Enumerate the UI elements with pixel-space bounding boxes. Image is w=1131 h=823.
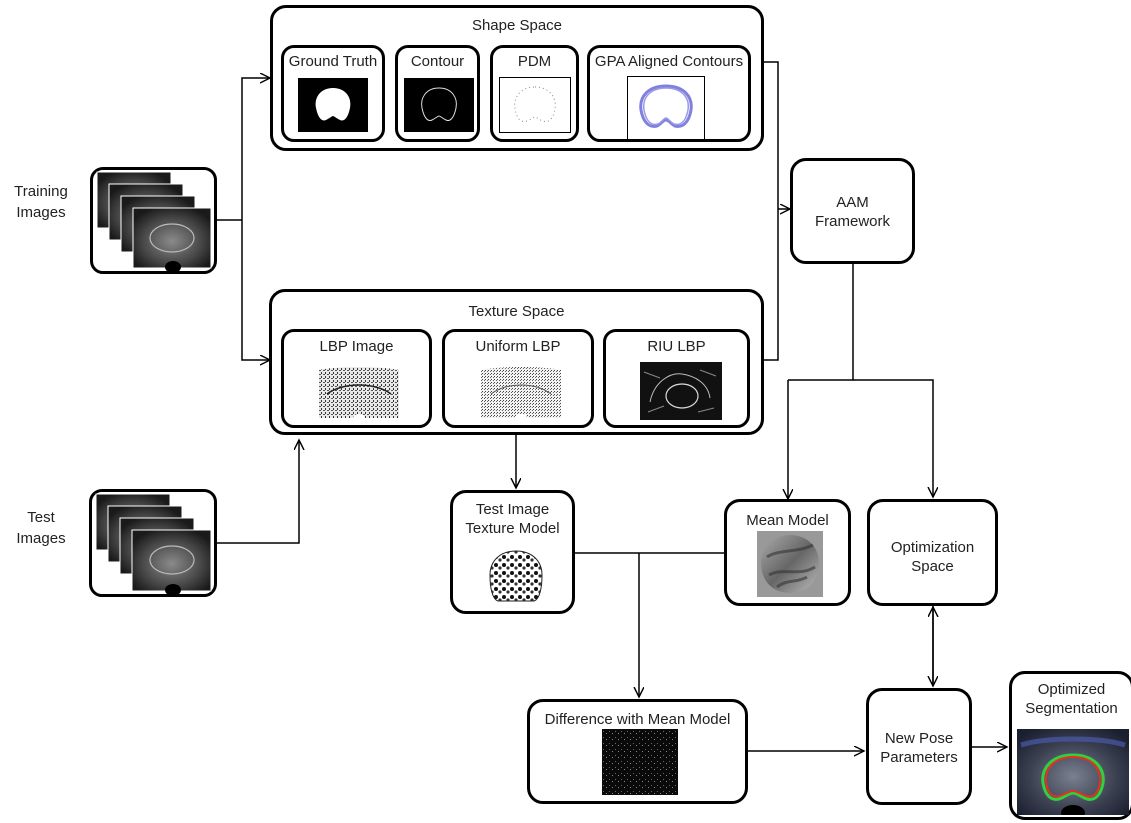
gpa-panel: GPA Aligned Contours (587, 45, 751, 142)
ground-truth-label: Ground Truth (288, 53, 378, 70)
wire-aam-down (788, 264, 854, 381)
test-texture-model-label: Test Image Texture Model (465, 501, 560, 537)
lbp-image-label: LBP Image (319, 338, 394, 355)
arrow-to-shape-space (241, 78, 270, 220)
arrow-to-optimization (853, 379, 933, 497)
ultrasound-stack-image (96, 171, 212, 271)
aam-framework-box: AAM Framework (790, 158, 915, 264)
shape-space-title: Shape Space (471, 17, 563, 34)
test-texture-image (486, 547, 546, 603)
wire-shape-to-aam (764, 61, 779, 361)
pdm-label: PDM (517, 53, 552, 70)
ground-truth-mask-image (298, 78, 368, 132)
riu-lbp-texture-image (640, 362, 722, 420)
mean-model-box: Mean Model (724, 499, 851, 606)
uniform-lbp-panel: Uniform LBP (442, 329, 594, 428)
mean-model-label: Mean Model (746, 512, 829, 529)
ground-truth-panel: Ground Truth (281, 45, 385, 142)
difference-label: Difference with Mean Model (544, 711, 731, 728)
aam-framework-label: AAM Framework (814, 194, 890, 230)
mean-model-image (757, 531, 823, 597)
shape-space-box: Shape Space Ground Truth Contour PDM GPA… (270, 5, 764, 151)
pdm-points-image (499, 77, 571, 133)
lbp-image-panel: LBP Image (281, 329, 432, 428)
lbp-texture-image (319, 367, 399, 420)
riu-lbp-panel: RIU LBP (603, 329, 750, 428)
texture-space-box: Texture Space LBP Image Uniform LBP (269, 289, 764, 435)
riu-lbp-label: RIU LBP (647, 338, 706, 355)
difference-box: Difference with Mean Model (527, 699, 748, 804)
optimization-space-box: Optimization Space (867, 499, 998, 606)
test-images-label: Test Images (16, 509, 66, 547)
ultrasound-stack-image (95, 493, 212, 594)
training-images-label: Training Images (14, 183, 68, 221)
gpa-contours-image (627, 76, 705, 140)
pdm-panel: PDM (490, 45, 579, 142)
contour-label: Contour (410, 53, 465, 70)
optimized-segmentation-image (1017, 729, 1129, 815)
texture-space-title: Texture Space (468, 303, 565, 320)
gpa-label: GPA Aligned Contours (594, 53, 744, 70)
contour-image (404, 78, 474, 132)
arrow-test-to-texture (216, 440, 299, 544)
difference-image (602, 729, 678, 795)
new-pose-label: New Pose Parameters (880, 730, 958, 766)
optimized-segmentation-box: Optimized Segmentation (1009, 671, 1131, 820)
uniform-lbp-texture-image (481, 367, 561, 420)
training-images-box (90, 167, 217, 274)
new-pose-box: New Pose Parameters (866, 688, 972, 805)
test-texture-model-box: Test Image Texture Model (450, 490, 575, 614)
contour-panel: Contour (395, 45, 480, 142)
uniform-lbp-label: Uniform LBP (475, 338, 561, 355)
arrow-to-texture-space (241, 220, 270, 360)
optimization-space-label: Optimization Space (890, 539, 975, 575)
test-images-box (89, 489, 217, 597)
optimized-segmentation-label: Optimized Segmentation (1025, 681, 1118, 717)
